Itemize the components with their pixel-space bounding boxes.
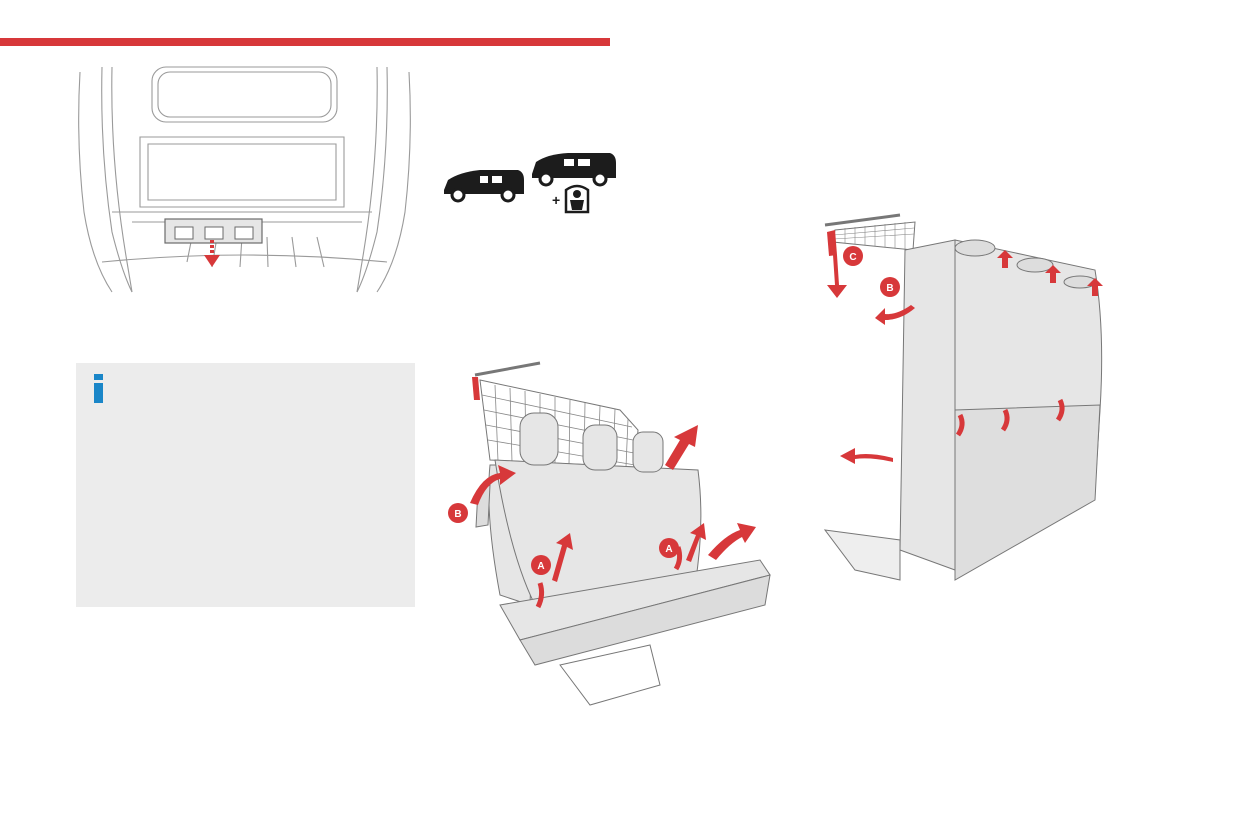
- plus-sign: +: [552, 192, 560, 208]
- callout-a-badge: A: [659, 538, 679, 558]
- svg-text:C: C: [849, 252, 856, 263]
- vehicle-variant-icons: +: [444, 153, 616, 214]
- van-passenger-large-icon: [532, 153, 616, 187]
- seat-strap-c: [472, 377, 480, 400]
- pull-down-arrow-icon: [204, 240, 220, 267]
- partition-grille: [824, 213, 916, 251]
- callout-b-badge: B: [880, 277, 900, 297]
- info-icon: [94, 373, 104, 403]
- child-seat-icon: [564, 184, 590, 214]
- callout-b-badge: B: [448, 503, 468, 523]
- svg-text:A: A: [537, 561, 544, 572]
- bench-seat-folded-illustration: C B: [823, 213, 1103, 581]
- seat-strap-c: [827, 230, 837, 256]
- svg-text:B: B: [886, 283, 893, 294]
- cargo-area-illustration: [78, 66, 411, 293]
- fold-arrow-icon: [827, 250, 1103, 464]
- svg-text:A: A: [665, 544, 672, 555]
- header-red-rule: [0, 38, 610, 46]
- bench-seat-upright-illustration: A A B: [448, 361, 771, 706]
- callout-a-badge: A: [531, 555, 551, 575]
- svg-text:B: B: [454, 509, 461, 520]
- lift-arrow-icon: [470, 425, 756, 582]
- van-passenger-icon: [444, 170, 524, 203]
- info-box: [76, 363, 415, 607]
- release-strap-a-left: [535, 582, 545, 609]
- callout-c-badge: C: [843, 246, 863, 266]
- release-strap-c-set: [955, 398, 1065, 437]
